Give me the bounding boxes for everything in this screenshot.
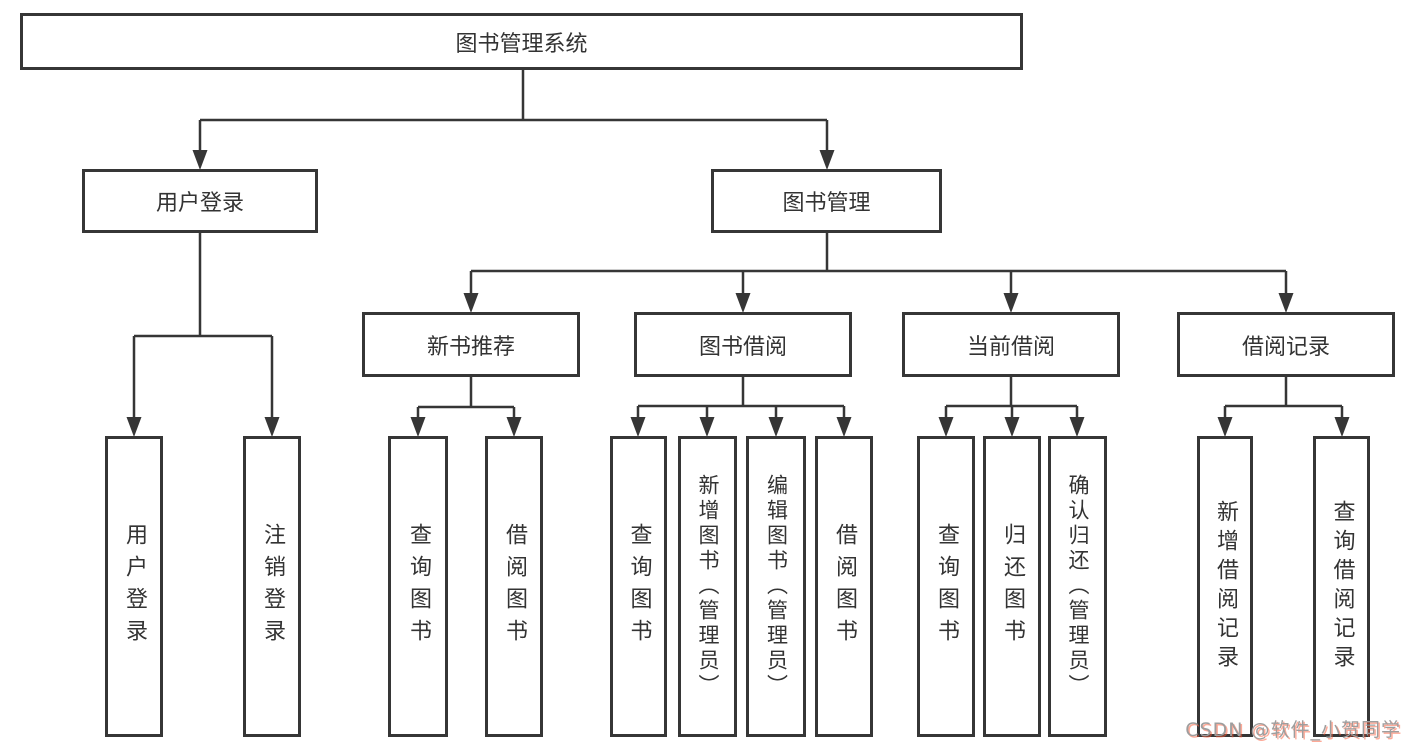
node-label: 注销登录 bbox=[260, 522, 285, 651]
leaf-borrow-query-book: 查询图书 bbox=[610, 436, 667, 737]
leaf-current-query-book: 查询图书 bbox=[917, 436, 975, 737]
node-label: 查询图书 bbox=[934, 522, 959, 651]
node-root: 图书管理系统 bbox=[20, 13, 1023, 70]
node-user-login: 用户登录 bbox=[82, 169, 318, 233]
leaf-record-query-borrow-record: 查询借阅记录 bbox=[1313, 436, 1370, 737]
leaf-current-confirm-return-admin: 确认归还（管理员） bbox=[1048, 436, 1107, 737]
node-label: 借阅图书 bbox=[832, 522, 857, 651]
node-label: 编辑图书（管理员） bbox=[764, 474, 789, 699]
node-label: 查询图书 bbox=[626, 522, 652, 651]
leaf-logout-login: 注销登录 bbox=[243, 436, 301, 737]
node-label: 新增图书（管理员） bbox=[696, 474, 720, 699]
node-label: 新增借阅记录 bbox=[1213, 499, 1238, 674]
node-label: 新书推荐 bbox=[426, 334, 515, 360]
node-label: 确认归还（管理员） bbox=[1066, 474, 1090, 699]
leaf-user-login: 用户登录 bbox=[105, 436, 163, 737]
node-label: 查询图书 bbox=[406, 522, 431, 651]
node-label: 图书管理 bbox=[782, 191, 871, 216]
watermark: CSDN @软件_小贺同学 bbox=[1185, 719, 1401, 741]
node-label: 用户登录 bbox=[155, 191, 244, 216]
node-label: 图书管理系统 bbox=[455, 31, 588, 57]
node-label: 当前借阅 bbox=[966, 334, 1055, 360]
node-new-book-recommend: 新书推荐 bbox=[362, 312, 580, 377]
node-label: 归还图书 bbox=[1000, 522, 1025, 651]
node-label: 用户登录 bbox=[122, 522, 147, 651]
leaf-newbook-query-book: 查询图书 bbox=[388, 436, 448, 737]
leaf-borrow-add-book-admin: 新增图书（管理员） bbox=[678, 436, 737, 737]
node-label: 借阅记录 bbox=[1241, 334, 1330, 360]
node-book-borrow: 图书借阅 bbox=[634, 312, 852, 377]
node-borrow-record: 借阅记录 bbox=[1177, 312, 1395, 377]
leaf-newbook-borrow-book: 借阅图书 bbox=[485, 436, 543, 737]
arrowheads bbox=[126, 150, 1350, 437]
leaf-current-return-book: 归还图书 bbox=[983, 436, 1041, 737]
node-label: 查询借阅记录 bbox=[1329, 499, 1355, 674]
node-book-management: 图书管理 bbox=[711, 169, 942, 233]
leaf-borrow-borrow-book: 借阅图书 bbox=[815, 436, 873, 737]
leaf-record-add-borrow-record: 新增借阅记录 bbox=[1197, 436, 1253, 737]
node-current-borrow: 当前借阅 bbox=[902, 312, 1120, 377]
node-label: 借阅图书 bbox=[502, 522, 527, 651]
node-label: 图书借阅 bbox=[698, 334, 787, 360]
leaf-borrow-edit-book-admin: 编辑图书（管理员） bbox=[746, 436, 806, 737]
